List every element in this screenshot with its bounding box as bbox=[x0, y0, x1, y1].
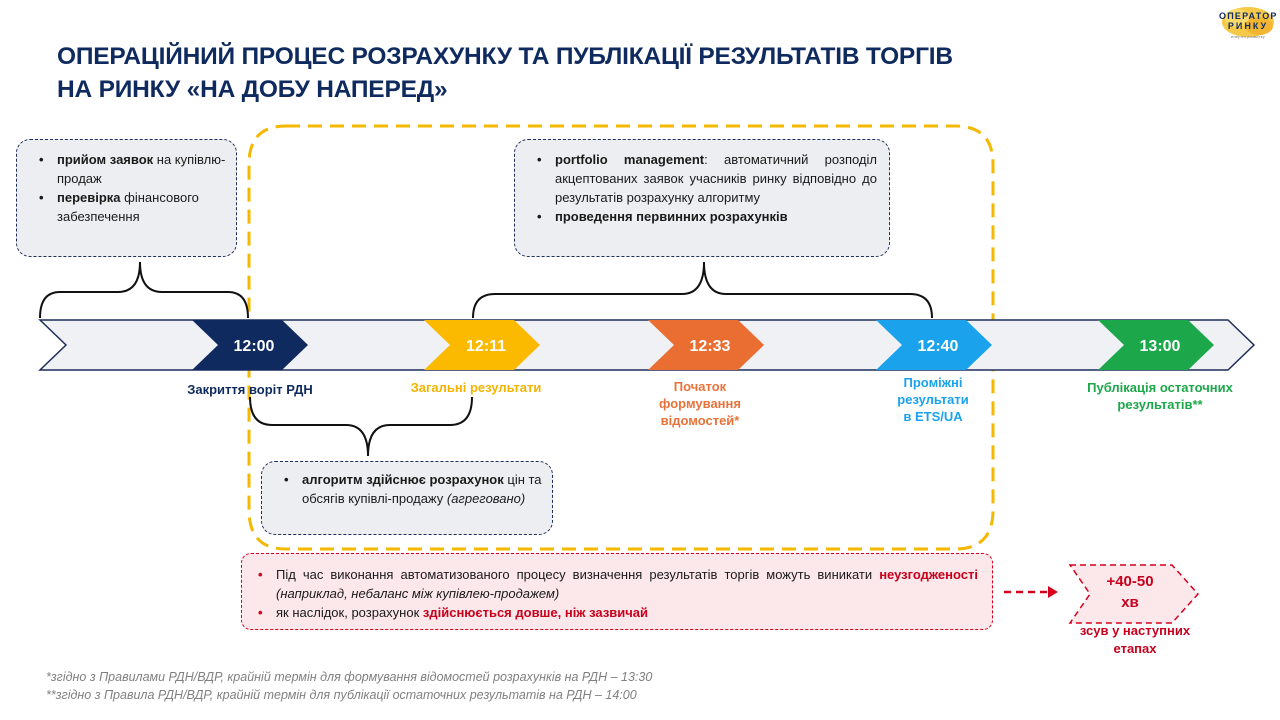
milestone-chevron-0 bbox=[192, 320, 308, 370]
milestone-time-2: 12:33 bbox=[690, 338, 731, 355]
shift-caption-line-1: зсув у наступних bbox=[1079, 623, 1191, 638]
bid-acceptance-bold: прийом заявок bbox=[57, 152, 154, 167]
milestone-time-4: 13:00 bbox=[1140, 338, 1181, 355]
list-item: проведення первинних розрахунків bbox=[529, 207, 877, 226]
shift-value-line-1: +40-50 bbox=[1106, 573, 1154, 590]
label-line: в ETS/UA bbox=[903, 409, 963, 424]
shift-arrow-head bbox=[1048, 586, 1058, 598]
milestone-chevron-2 bbox=[648, 320, 764, 370]
brace-accept-bids bbox=[39, 261, 249, 319]
shift-badge-value: +40-50 хв bbox=[1074, 571, 1186, 613]
footnote-2: **згідно з Правила РДН/ВДР, крайній терм… bbox=[46, 688, 637, 702]
note-bold: неузгодженості bbox=[879, 567, 978, 582]
milestone-label-gate-closure: Закриття воріт РДН bbox=[160, 381, 340, 398]
page-title-line-2: НА РИНКУ «НА ДОБУ НАПЕРЕД» bbox=[57, 76, 448, 103]
milestone-chevron-3 bbox=[876, 320, 992, 370]
logo-text-line-1: ОПЕРАТОР bbox=[1219, 11, 1278, 21]
list-item: алгоритм здійснює розрахунок цін та обся… bbox=[276, 470, 542, 508]
label-line: формування bbox=[659, 396, 741, 411]
list-item: як наслідок, розрахунок здійснюється дов… bbox=[254, 603, 978, 622]
footnote-1: *згідно з Правилами РДН/ВДР, крайній тер… bbox=[46, 670, 653, 684]
list-item: перевірка фінансового забезпечення bbox=[31, 188, 226, 226]
label-line: результатів** bbox=[1117, 397, 1203, 412]
milestone-chevron-4 bbox=[1098, 320, 1214, 370]
financial-check-text: фінансового забезпечення bbox=[57, 190, 199, 224]
bid-acceptance-box: прийом заявок на купівлю-продаж перевірк… bbox=[16, 139, 237, 257]
milestone-label-statements-start: Початок формування відомостей* bbox=[630, 378, 770, 429]
note-bold: здійснюється довше, ніж зазвичай bbox=[422, 605, 649, 620]
portfolio-management-box: portfolio management: автоматичний розпо… bbox=[514, 139, 890, 257]
milestone-label-general-results: Загальні результати bbox=[396, 379, 556, 396]
list-item: Під час виконання автоматизованого проце… bbox=[254, 565, 978, 603]
note-text: як наслідок, розрахунок bbox=[276, 605, 423, 620]
milestone-label-interim-results: Проміжні результати в ETS/UA bbox=[868, 374, 998, 425]
milestone-time-1: 12:11 bbox=[466, 338, 506, 355]
logo-tagline: енергія розвитку bbox=[1231, 34, 1265, 39]
label-line: відомостей* bbox=[660, 413, 740, 428]
warning-note-box: Під час виконання автоматизованого проце… bbox=[241, 553, 993, 630]
list-item: portfolio management: автоматичний розпо… bbox=[529, 150, 877, 207]
milestone-chevron-1 bbox=[424, 320, 540, 370]
note-italic: (наприклад, небаланс між купівлею-продаж… bbox=[276, 586, 560, 601]
page-title: ОПЕРАЦІЙНИЙ ПРОЦЕС РОЗРАХУНКУ ТА ПУБЛІКА… bbox=[57, 40, 957, 106]
label-line: Закриття воріт РДН bbox=[187, 382, 313, 397]
label-line: Публікація остаточних bbox=[1087, 380, 1233, 395]
algorithm-text: цін та обсягів купівлі-продажу bbox=[302, 472, 542, 506]
algorithm-italic: (агреговано) bbox=[446, 491, 526, 506]
algorithm-bold: алгоритм здійснює розрахунок bbox=[302, 472, 504, 487]
label-line: Загальні результати bbox=[410, 380, 542, 395]
portfolio-text: : автоматичний розподіл акцептованих зая… bbox=[555, 152, 877, 205]
portfolio-bold: portfolio management bbox=[555, 152, 705, 167]
primary-settlements-bold: проведення первинних розрахунків bbox=[555, 209, 788, 224]
label-line: Початок bbox=[673, 379, 727, 394]
page-title-line-1: ОПЕРАЦІЙНИЙ ПРОЦЕС РОЗРАХУНКУ ТА ПУБЛІКА… bbox=[57, 43, 953, 70]
logo-blob-icon bbox=[1222, 7, 1274, 37]
note-text: Під час виконання автоматизованого проце… bbox=[276, 567, 880, 582]
logo-text-line-2: РИНКУ bbox=[1227, 21, 1269, 31]
shift-caption-line-2: етапах bbox=[1113, 641, 1157, 656]
timeline-base-arrow bbox=[38, 319, 1256, 371]
timeline-track: 12:00 12:11 12:33 12:40 13:00 bbox=[38, 319, 1256, 371]
shift-value-line-2: хв bbox=[1121, 594, 1139, 611]
shift-caption: зсув у наступних етапах bbox=[1050, 622, 1220, 658]
market-operator-logo: ОПЕРАТОР РИНКУ енергія розвитку bbox=[1219, 4, 1277, 42]
brace-algorithm bbox=[249, 396, 473, 457]
brace-portfolio bbox=[472, 261, 933, 319]
milestone-label-final-results: Публікація остаточних результатів** bbox=[1070, 379, 1250, 413]
label-line: результати bbox=[897, 392, 969, 407]
algorithm-box: алгоритм здійснює розрахунок цін та обся… bbox=[261, 461, 553, 535]
milestone-time-0: 12:00 bbox=[234, 338, 275, 355]
label-line: Проміжні bbox=[903, 375, 963, 390]
financial-check-bold: перевірка bbox=[57, 190, 121, 205]
bid-acceptance-text: на купівлю-продаж bbox=[57, 152, 226, 186]
list-item: прийом заявок на купівлю-продаж bbox=[31, 150, 226, 188]
milestone-time-3: 12:40 bbox=[918, 338, 959, 355]
